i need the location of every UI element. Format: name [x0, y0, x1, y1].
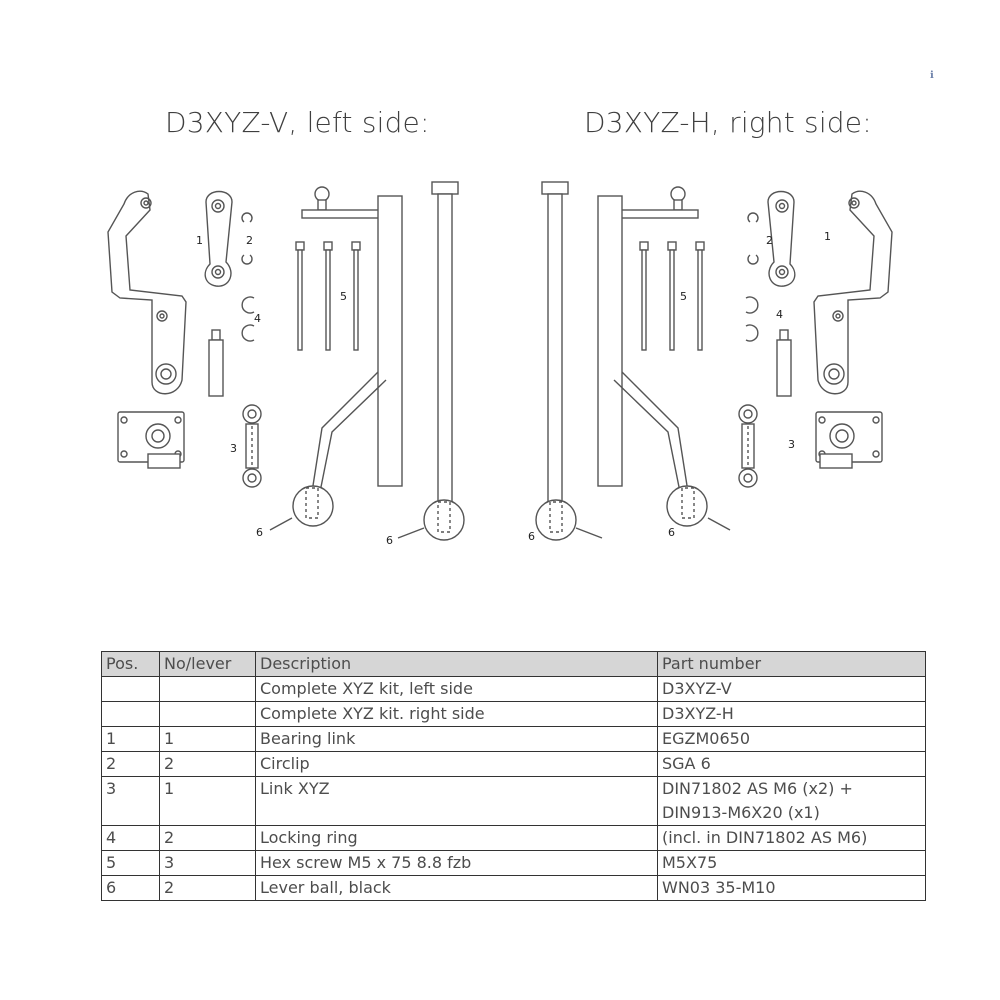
table-header-row: Pos. No/lever Description Part number	[101, 651, 926, 677]
right-side-kit	[535, 181, 893, 541]
cell-pos: 2	[101, 751, 160, 777]
cell-pos	[101, 701, 160, 727]
cell-part-number: SGA 6	[657, 751, 926, 777]
left-side-kit	[107, 181, 465, 541]
cell-description: Complete XYZ kit. right side	[255, 701, 658, 727]
header-pos: Pos.	[101, 651, 160, 677]
cell-description: Locking ring	[255, 825, 658, 851]
header-part-number: Part number	[657, 651, 926, 677]
callout-4-left: 4	[254, 312, 261, 325]
callout-6b-left: 6	[386, 534, 393, 547]
callout-2-right: 2	[766, 234, 773, 247]
cell-description: Hex screw M5 x 75 8.8 fzb	[255, 850, 658, 876]
cell-description: Link XYZ	[255, 776, 658, 826]
parts-table: Pos. No/lever Description Part number Co…	[101, 651, 926, 901]
callout-1-left: 1	[196, 234, 203, 247]
callout-1-right: 1	[824, 230, 831, 243]
header-description: Description	[255, 651, 658, 677]
cell-no-lever: 2	[159, 875, 256, 901]
callout-6a-right: 6	[528, 530, 535, 543]
callout-3-right: 3	[788, 438, 795, 451]
cell-no-lever	[159, 701, 256, 727]
cell-description: Bearing link	[255, 726, 658, 752]
title-left: D3XYZ-V, left side:	[165, 106, 430, 139]
cell-no-lever: 2	[159, 751, 256, 777]
header-no-lever: No/lever	[159, 651, 256, 677]
callout-3-left: 3	[230, 442, 237, 455]
parts-diagram: 1 2 4 5 3 6 6 1 2 4 5 3 6 6	[107, 181, 893, 547]
cell-description: Lever ball, black	[255, 875, 658, 901]
callout-5-right: 5	[680, 290, 687, 303]
cell-part-number: D3XYZ-V	[657, 676, 926, 702]
cell-pos	[101, 676, 160, 702]
corner-mark: ℹ	[930, 70, 934, 81]
callout-6b-right: 6	[668, 526, 675, 539]
cell-pos: 4	[101, 825, 160, 851]
cell-no-lever	[159, 676, 256, 702]
cell-part-number: (incl. in DIN71802 AS M6)	[657, 825, 926, 851]
callout-2-left: 2	[246, 234, 253, 247]
cell-pos: 1	[101, 726, 160, 752]
cell-part-number: EGZM0650	[657, 726, 926, 752]
cell-no-lever: 1	[159, 776, 256, 826]
cell-pos: 3	[101, 776, 160, 826]
cell-description: Circlip	[255, 751, 658, 777]
cell-no-lever: 3	[159, 850, 256, 876]
callout-6a-left: 6	[256, 526, 263, 539]
title-right: D3XYZ-H, right side:	[584, 106, 872, 139]
cell-pos: 5	[101, 850, 160, 876]
cell-pos: 6	[101, 875, 160, 901]
cell-no-lever: 1	[159, 726, 256, 752]
cell-part-number: DIN71802 AS M6 (x2) + DIN913-M6X20 (x1)	[657, 776, 926, 826]
cell-description: Complete XYZ kit, left side	[255, 676, 658, 702]
cell-part-number: M5X75	[657, 850, 926, 876]
cell-part-number: D3XYZ-H	[657, 701, 926, 727]
cell-no-lever: 2	[159, 825, 256, 851]
callout-4-right: 4	[776, 308, 783, 321]
cell-part-number: WN03 35-M10	[657, 875, 926, 901]
callout-5-left: 5	[340, 290, 347, 303]
